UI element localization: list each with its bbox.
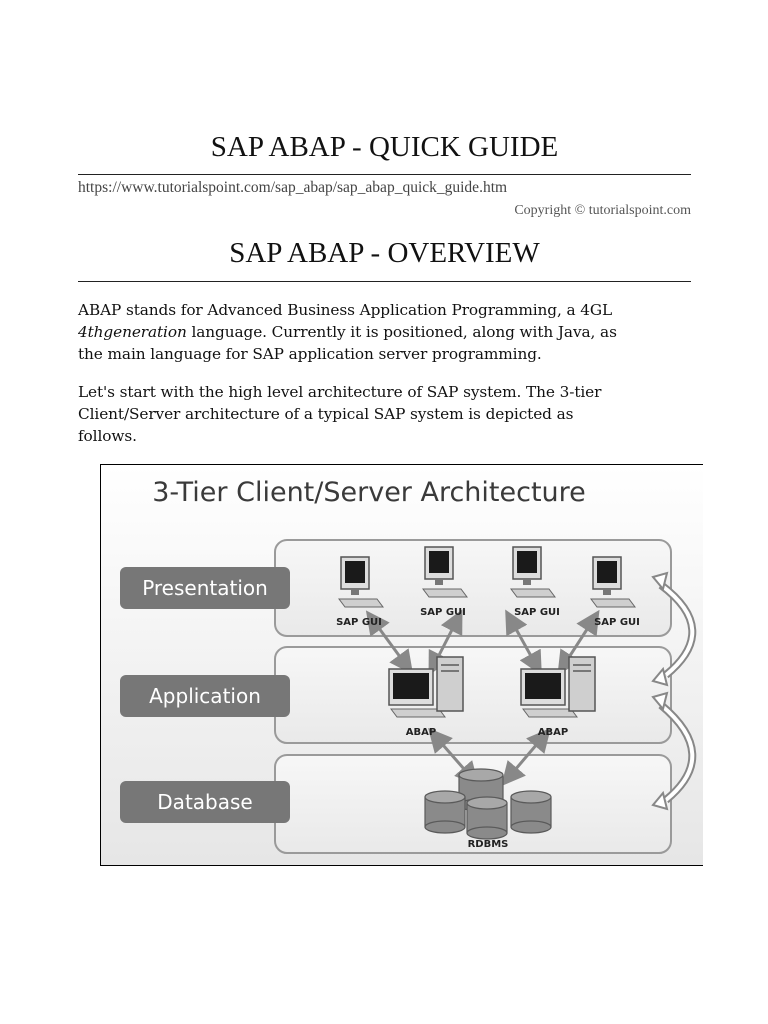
paragraph-line: follows. (78, 425, 698, 447)
tier-label-database: Database (120, 781, 290, 823)
paragraph-line: Let's start with the high level architec… (78, 381, 698, 403)
sap-gui-label: SAP GUI (420, 607, 466, 618)
copyright-notice: Copyright © tutorialspoint.com (514, 203, 691, 219)
abap-label: ABAP (406, 727, 436, 738)
tier-label-text: Database (157, 790, 252, 814)
sap-gui-label: SAP GUI (514, 607, 560, 618)
sap-gui-label: SAP GUI (594, 617, 640, 628)
overview-paragraph: ABAP stands for Advanced Business Applic… (78, 299, 698, 365)
tier-label-application: Application (120, 675, 290, 717)
diagram-canvas: 3-Tier Client/Server Architecture Presen… (101, 465, 703, 865)
db-cylinder (425, 791, 465, 833)
tier-label-text: Presentation (142, 576, 268, 600)
application-tier-box (275, 647, 671, 743)
paragraph-text: language. Currently it is positioned, al… (187, 323, 617, 341)
section-divider (78, 281, 691, 282)
source-url[interactable]: https://www.tutorialspoint.com/sap_abap/… (78, 179, 507, 197)
tier-label-presentation: Presentation (120, 567, 290, 609)
db-cylinder (467, 797, 507, 839)
page-title: SAP ABAP - QUICK GUIDE (78, 131, 691, 164)
paragraph-line: ABAP stands for Advanced Business Applic… (78, 299, 698, 321)
architecture-paragraph: Let's start with the high level architec… (78, 381, 698, 447)
sap-gui-label: SAP GUI (336, 617, 382, 628)
diagram-title: 3-Tier Client/Server Architecture (152, 477, 586, 508)
rdbms-label: RDBMS (468, 839, 509, 850)
db-cylinder (511, 791, 551, 833)
section-title: SAP ABAP - OVERVIEW (78, 237, 691, 270)
architecture-diagram: 3-Tier Client/Server Architecture Presen… (100, 464, 703, 866)
tier-label-text: Application (149, 684, 261, 708)
title-divider (78, 174, 691, 175)
paragraph-line: 4thgeneration language. Currently it is … (78, 321, 698, 343)
abap-label: ABAP (538, 727, 568, 738)
emphasis-text: 4thgeneration (78, 323, 187, 341)
paragraph-line: Client/Server architecture of a typical … (78, 403, 698, 425)
paragraph-line: the main language for SAP application se… (78, 343, 698, 365)
